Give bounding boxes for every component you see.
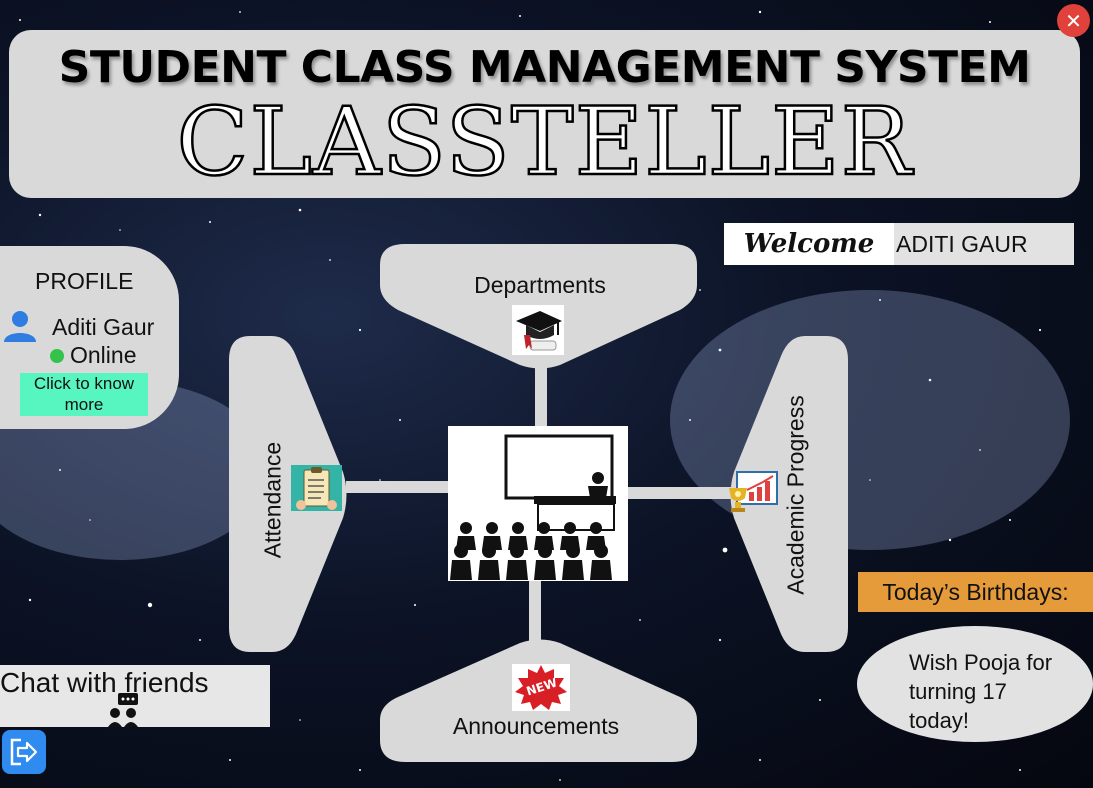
close-button[interactable]: ✕ (1057, 4, 1090, 37)
clipboard-icon[interactable] (291, 465, 342, 511)
welcome-user-name: ADITI GAUR (896, 230, 1028, 257)
graduation-cap-icon[interactable] (512, 305, 564, 355)
starburst-icon (515, 665, 567, 710)
birthday-message: Wish Pooja for turning 17 today! (909, 650, 1053, 733)
attendance-shape[interactable] (229, 336, 347, 652)
attendance-label[interactable]: Attendance (259, 441, 286, 559)
know-more-button[interactable]: Click to know more (20, 373, 148, 416)
profile-name: Aditi Gaur (52, 314, 155, 340)
birthday-bubble: Wish Pooja for turning 17 today! (857, 626, 1093, 742)
classroom-icon (450, 434, 616, 580)
connector-top (535, 355, 547, 430)
announcements-label[interactable]: Announcements (452, 713, 620, 739)
welcome-script-text: Welcome (724, 223, 894, 265)
academic-progress-shape[interactable] (730, 336, 849, 652)
chat-label: Chat with friends (0, 667, 209, 698)
new-badge-icon[interactable]: NEW (512, 664, 570, 711)
departments-label[interactable]: Departments (474, 272, 606, 298)
user-icon (4, 311, 36, 342)
profile-title: PROFILE (35, 268, 134, 294)
system-title: STUDENT CLASS MANAGEMENT SYSTEM (58, 42, 1031, 93)
trophy-chart-icon[interactable] (727, 470, 779, 514)
app-name: CLASSTELLER (175, 87, 913, 199)
online-dot-icon (50, 348, 64, 363)
connector-left (346, 481, 451, 493)
birthdays-header: Today’s Birthdays: (858, 572, 1093, 612)
app-header: STUDENT CLASS MANAGEMENT SYSTEM CLASSTEL… (9, 30, 1080, 198)
chat-with-friends-button[interactable]: Chat with friends (0, 665, 270, 727)
logout-button[interactable] (2, 730, 46, 774)
chat-icon (108, 693, 138, 727)
logout-icon (10, 738, 38, 766)
close-icon: ✕ (1065, 8, 1082, 33)
academic-progress-label[interactable]: Academic Progress (782, 395, 809, 595)
welcome-banner: Welcome ADITI GAUR (724, 223, 1074, 265)
online-status: Online (50, 342, 136, 369)
connector-right (626, 487, 732, 499)
classroom-hub[interactable] (448, 426, 628, 581)
connector-bottom (529, 578, 541, 648)
profile-card: PROFILE Aditi Gaur Online Click to know … (0, 246, 179, 429)
status-text: Online (70, 342, 137, 368)
